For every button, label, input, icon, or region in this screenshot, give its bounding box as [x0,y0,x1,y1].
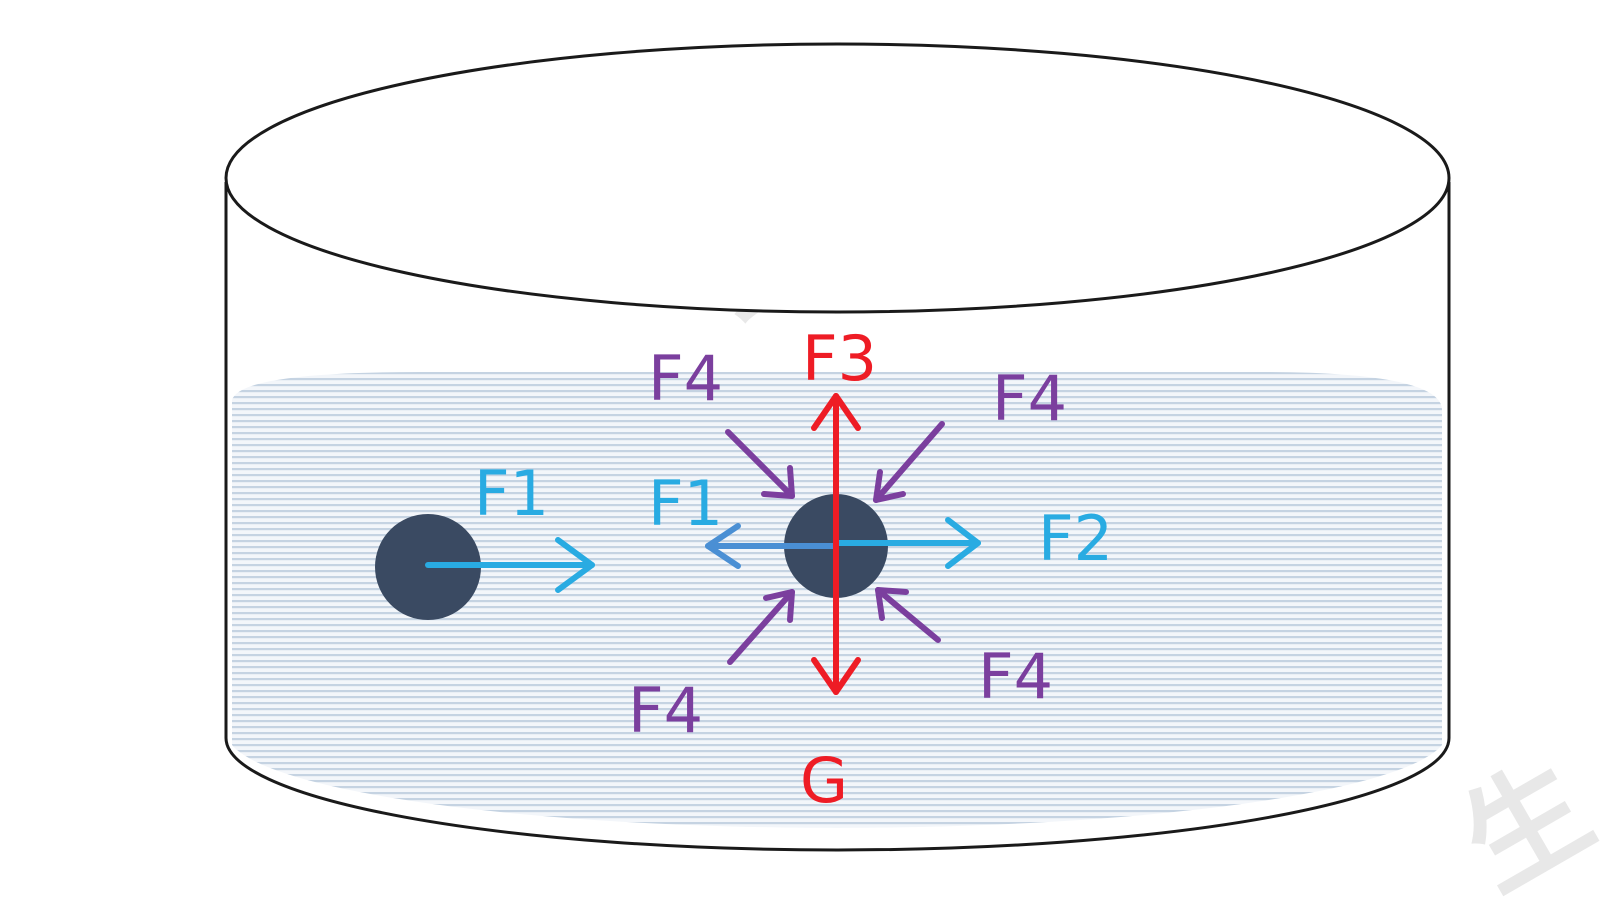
watermark-bottom: 生 [1440,737,1600,900]
f4-label-top-left: F4 [648,342,723,415]
f4-arrow-bottom-right [875,587,941,643]
container-top-rim [224,42,1451,314]
f4-arrow-top-left [725,429,795,499]
g-label: G [800,744,848,817]
f4-arrow-bottom-left [727,589,795,665]
f1-arrow-left-ball [425,537,595,593]
f4-label-bottom-left: F4 [628,674,703,747]
f3-label: F3 [802,322,877,395]
f3-g-arrow [811,393,861,695]
f4-arrow-top-right [873,421,945,503]
f2-arrow [833,517,981,569]
f4-label-top-right: F4 [992,362,1067,435]
f1-label-center: F1 [648,467,723,540]
f4-label-bottom-right: F4 [978,640,1053,713]
container-bottom [224,737,1451,852]
f1-arrow-center [705,523,839,569]
f1-label-left-ball: F1 [474,457,549,530]
f2-label: F2 [1038,502,1113,575]
